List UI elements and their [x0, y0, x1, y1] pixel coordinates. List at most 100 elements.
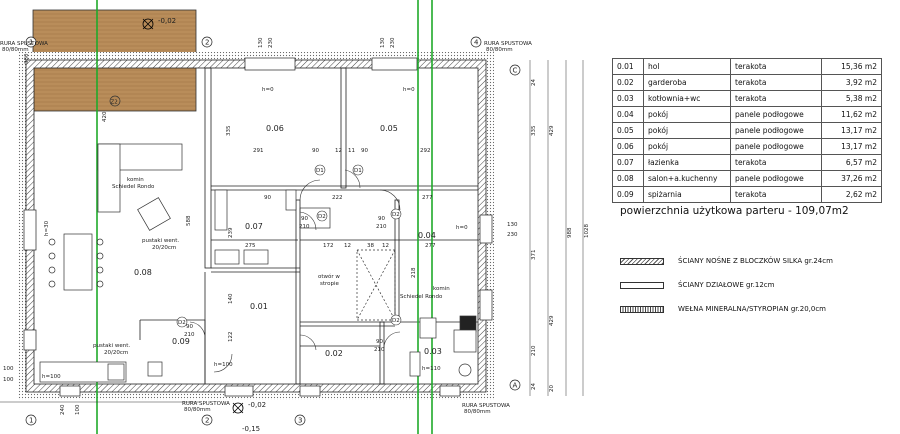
svg-text:90: 90 — [378, 216, 385, 222]
annotations: RURA SPUSTOWA 80/80mm RURA SPUSTOWA 80/8… — [0, 41, 532, 415]
room-name-cell: hol — [643, 58, 731, 75]
room-floor-cell: panele podłogowe — [730, 106, 822, 123]
room-label-004: 0.04 — [418, 231, 436, 240]
axis-markers: 1 2 4 1 2 3 C A — [25, 36, 521, 426]
svg-text:h=0: h=0 — [403, 87, 415, 93]
room-floor-cell: terakota — [730, 74, 822, 91]
svg-text:stropie: stropie — [320, 281, 340, 287]
svg-text:komin: komin — [433, 286, 450, 292]
room-name-cell: pokój — [643, 106, 731, 123]
room-no-cell: 0.01 — [612, 58, 644, 75]
interior-walls — [139, 67, 478, 385]
room-no-cell: 0.03 — [612, 90, 644, 107]
room-name-cell: łazienka — [643, 154, 731, 171]
svg-text:h=100: h=100 — [42, 374, 61, 380]
level-top: -0,02 — [158, 17, 176, 25]
svg-text:140: 140 — [228, 293, 234, 304]
room-floor-cell: terakota — [730, 90, 822, 107]
level-marker-top: -0,02 — [142, 17, 176, 30]
svg-text:C: C — [513, 67, 518, 75]
room-name-cell: pokój — [643, 122, 731, 139]
svg-text:pustaki went.: pustaki went. — [142, 238, 179, 244]
svg-text:230: 230 — [390, 37, 396, 48]
room-floor-cell: panele podłogowe — [730, 122, 822, 139]
door-markers: D1 D1 D2 D2 D2 D2 — [176, 164, 402, 328]
room-no-cell: 0.08 — [612, 170, 644, 187]
floor-plan: -0,02 Z2 — [0, 0, 590, 434]
svg-text:Schiedel Rondo: Schiedel Rondo — [400, 294, 443, 300]
svg-text:100: 100 — [75, 404, 81, 415]
z2-marker: Z2 — [109, 95, 121, 107]
level-marker-entrance: -0,02 -0,15 — [232, 401, 266, 433]
svg-text:90: 90 — [376, 339, 383, 345]
svg-text:Schiedel Rondo: Schiedel Rondo — [112, 184, 155, 190]
svg-text:210: 210 — [376, 224, 387, 230]
svg-text:292: 292 — [420, 148, 431, 154]
svg-text:218: 218 — [411, 267, 417, 278]
svg-text:-0,02: -0,02 — [248, 401, 266, 409]
room-area-cell: 3,92 m2 — [821, 74, 882, 91]
room-area-cell: 15,36 m2 — [821, 58, 882, 75]
svg-text:h=0: h=0 — [262, 87, 274, 93]
svg-text:210: 210 — [531, 345, 537, 356]
room-label-001: 0.01 — [250, 302, 268, 311]
room-label-005: 0.05 — [380, 124, 398, 133]
room-name-cell: garderoba — [643, 74, 731, 91]
room-labels: 0.04 0.05 0.06 0.07 0.08 0.09 0.01 0.02 … — [134, 124, 442, 358]
svg-text:h=100: h=100 — [214, 362, 233, 368]
svg-text:otwór w: otwór w — [318, 273, 340, 280]
legend-row-dzialowe: ŚCIANY DZIAŁOWE gr.12cm — [620, 279, 890, 291]
svg-text:335: 335 — [226, 125, 232, 136]
svg-text:24: 24 — [531, 383, 537, 390]
svg-text:80/80mm: 80/80mm — [2, 47, 29, 53]
room-area-cell: 6,57 m2 — [821, 154, 882, 171]
svg-text:1: 1 — [29, 39, 33, 47]
svg-text:277: 277 — [425, 243, 436, 249]
svg-text:D2: D2 — [392, 318, 400, 324]
svg-text:RURA SPUSTOWA: RURA SPUSTOWA — [484, 41, 532, 47]
svg-text:20/20cm: 20/20cm — [104, 350, 128, 356]
svg-text:90: 90 — [301, 216, 308, 222]
svg-text:429: 429 — [549, 315, 555, 326]
wall-legend: ŚCIANY NOŚNE Z BLOCZKÓW SILKA gr.24cm ŚC… — [620, 255, 890, 327]
svg-text:335: 335 — [531, 125, 537, 136]
room-area-cell: 11,62 m2 — [821, 106, 882, 123]
room-floor-cell: terakota — [730, 58, 822, 75]
svg-text:210: 210 — [299, 224, 310, 230]
svg-text:2: 2 — [205, 39, 209, 47]
plain-swatch — [620, 281, 664, 289]
svg-text:90: 90 — [312, 148, 319, 154]
insulation-swatch — [620, 305, 664, 313]
room-no-cell: 0.04 — [612, 106, 644, 123]
svg-text:11: 11 — [348, 148, 355, 154]
room-label-006: 0.06 — [266, 124, 284, 133]
dimension-numbers: 380 420 130 230 130 230 335 588 291 90 1… — [3, 37, 590, 415]
svg-text:429: 429 — [549, 125, 555, 136]
svg-text:230: 230 — [268, 37, 274, 48]
svg-text:100: 100 — [3, 377, 14, 383]
svg-text:172: 172 — [323, 243, 334, 249]
svg-text:D1: D1 — [316, 168, 324, 174]
room-label-003: 0.03 — [424, 347, 442, 356]
svg-text:90: 90 — [186, 324, 193, 330]
svg-text:100: 100 — [3, 366, 14, 372]
room-floor-cell: terakota — [730, 154, 822, 171]
svg-text:-0,15: -0,15 — [242, 425, 260, 433]
svg-text:90: 90 — [361, 148, 368, 154]
svg-text:130: 130 — [507, 222, 518, 228]
room-no-cell: 0.06 — [612, 138, 644, 155]
svg-text:1028: 1028 — [584, 224, 590, 238]
windows — [23, 57, 493, 397]
room-label-002: 0.02 — [325, 349, 343, 358]
svg-text:130: 130 — [258, 37, 264, 48]
svg-text:20: 20 — [549, 385, 555, 392]
svg-text:277: 277 — [422, 195, 433, 201]
svg-text:komin: komin — [127, 177, 144, 183]
room-name-cell: spiżarnia — [643, 186, 731, 203]
